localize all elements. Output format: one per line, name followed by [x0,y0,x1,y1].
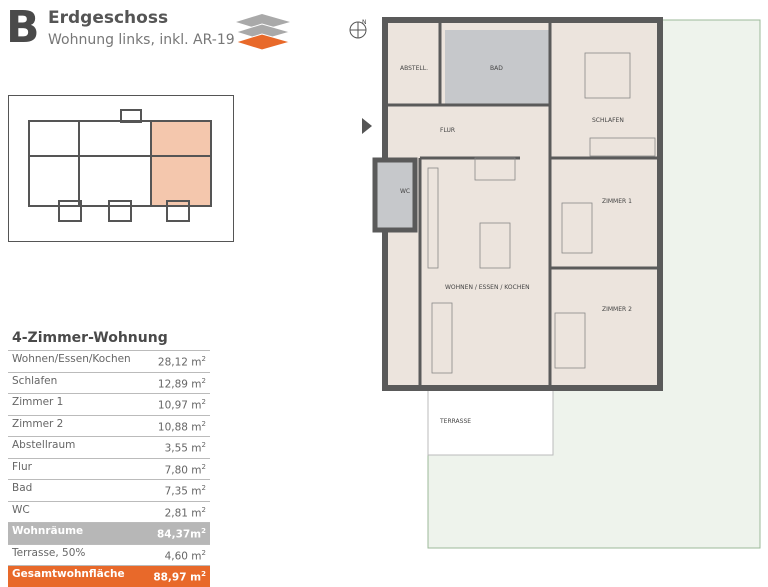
room-label-zimmer2: ZIMMER 2 [602,306,632,313]
row-value: 28,12 m2 [158,353,206,370]
row-label: Zimmer 2 [12,417,64,430]
value-text: 2,81 m [164,507,202,519]
unit-superscript: 2 [201,484,206,492]
row-label: Abstellraum [12,439,76,451]
unit-superscript: 2 [201,462,206,471]
row-value: 88,97 m2 [153,568,206,585]
table-row: Wohnen/Essen/Kochen 28,12 m2 [8,350,210,372]
unit-superscript: 2 [201,527,206,535]
table-row: Zimmer 2 10,88 m2 [8,414,210,437]
page-title: Erdgeschoss [48,8,169,28]
row-label: WC [12,503,30,516]
row-label: Schlafen [12,374,58,387]
table-row: Flur 7,80 m2 [8,457,210,480]
key-plan [8,95,234,242]
value-text: 7,35 m [164,485,202,498]
total-row: Gesamtwohnfläche 88,97 m2 [8,565,210,587]
row-label: Bad [12,482,33,494]
subtotal-row: Wohnräume 84,37m2 [8,522,210,544]
row-value: 3,55 m2 [165,439,206,456]
unit-superscript: 2 [201,398,206,406]
page-subtitle: Wohnung links, inkl. AR-19 [48,32,235,48]
row-value: 12,89 m2 [158,375,206,392]
row-value: 10,97 m2 [158,396,206,413]
floor-plan: N ABSTELL. BAD SCHLAFEN FLUR WC WOHNEN /… [349,17,761,549]
value-text: 84,37m [156,528,202,541]
table-row: WC 2,81 m2 [8,500,210,523]
value-text: 4,60 m [164,550,202,562]
table-row: Abstellraum 3,55 m2 [8,436,210,458]
entrance-arrow-icon [362,118,372,134]
row-value: 10,88 m2 [158,418,206,435]
room-label-bad: BAD [490,65,503,72]
value-text: 28,12 m [157,356,202,369]
row-value: 7,35 m2 [165,482,206,499]
value-text: 12,89 m [157,378,202,390]
row-label: Terrasse, 50% [12,546,86,559]
unit-superscript: 2 [201,570,206,578]
unit-superscript: 2 [201,376,206,385]
table-title: 4-Zimmer-Wohnung [12,330,168,346]
compass-icon [349,21,367,39]
value-text: 7,80 m [164,464,202,476]
value-text: 10,88 m [157,421,202,433]
room-label-wohnen: WOHNEN / ESSEN / KOCHEN [445,284,530,291]
row-value: 4,60 m2 [165,547,206,564]
row-label: Wohnen/Essen/Kochen [12,353,131,365]
unit-superscript: 2 [201,441,206,449]
table-row: Schlafen 12,89 m2 [8,371,210,394]
row-value: 2,81 m2 [165,504,206,521]
room-label-zimmer1: ZIMMER 1 [602,198,632,205]
unit-superscript: 2 [201,355,206,363]
row-label: Wohnräume [12,525,84,537]
row-label: Gesamtwohnfläche [12,568,125,580]
terrace-row: Terrasse, 50% 4,60 m2 [8,543,210,566]
value-text: 88,97 m [153,571,202,584]
value-text: 3,55 m [164,442,202,455]
building-letter: B [6,2,40,53]
table-row: Bad 7,35 m2 [8,479,210,501]
value-text: 10,97 m [157,399,202,412]
room-label-schlafen: SCHLAFEN [592,117,624,124]
unit-superscript: 2 [201,505,206,514]
row-label: Flur [12,460,32,473]
room-label-flur: FLUR [440,127,455,134]
room-label-wc: WC [400,188,410,195]
row-value: 7,80 m2 [165,461,206,478]
compass-label: N [362,19,367,26]
row-value: 84,37m2 [157,525,206,542]
unit-superscript: 2 [201,419,206,428]
table-row: Zimmer 1 10,97 m2 [8,393,210,415]
unit-superscript: 2 [201,548,206,557]
row-label: Zimmer 1 [12,396,64,408]
area-table: 4-Zimmer-Wohnung Wohnen/Essen/Kochen 28,1… [8,330,210,587]
layers-icon [234,14,292,51]
room-label-abstell: ABSTELL. [400,65,428,72]
room-label-terrasse: TERRASSE [439,418,471,425]
